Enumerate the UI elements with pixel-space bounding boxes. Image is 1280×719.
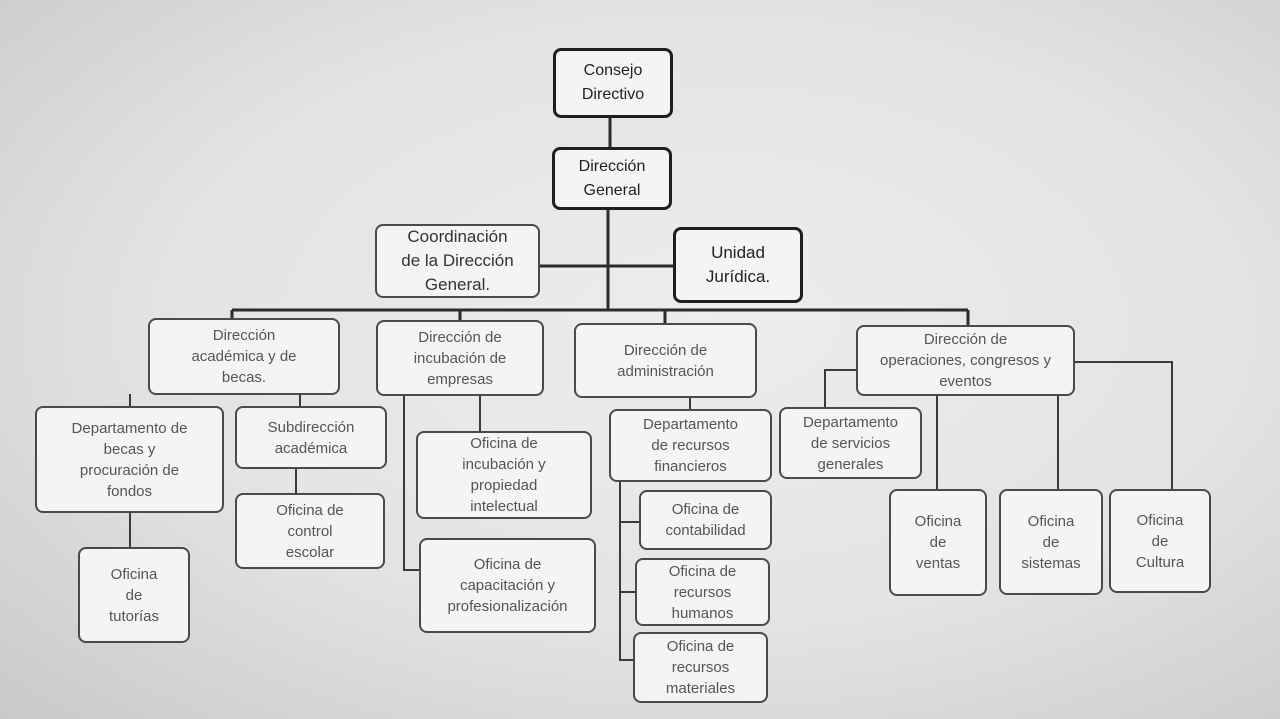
subdireccion-academica-box: Subdirección académica <box>235 406 387 469</box>
oficina-recursos-materiales-box: Oficina de recursos materiales <box>633 632 768 703</box>
oficina-tutorias-box: Oficina de tutorías <box>78 547 190 643</box>
connector-operaciones-cultura <box>1074 361 1173 490</box>
oficina-recursos-humanos-box: Oficina de recursos humanos <box>635 558 770 626</box>
direccion-administracion-box: Dirección de administración <box>574 323 757 398</box>
oficina-cultura-box: Oficina de Cultura <box>1109 489 1211 593</box>
oficina-incubacion-box: Oficina de incubación y propiedad intele… <box>416 431 592 519</box>
departamento-recursos-financieros-box: Departamento de recursos financieros <box>609 409 772 482</box>
oficina-capacitacion-box: Oficina de capacitación y profesionaliza… <box>419 538 596 633</box>
consejo-directivo-box: Consejo Directivo <box>553 48 673 118</box>
departamento-becas-box: Departamento de becas y procuración de f… <box>35 406 224 513</box>
oficina-control-escolar-box: Oficina de control escolar <box>235 493 385 569</box>
direccion-general-box: Dirección General <box>552 147 672 210</box>
direccion-incubacion-box: Dirección de incubación de empresas <box>376 320 544 396</box>
oficina-sistemas-box: Oficina de sistemas <box>999 489 1103 595</box>
coordinacion-box: Coordinación de la Dirección General. <box>375 224 540 298</box>
connector-financieros-rail <box>619 482 634 661</box>
oficina-contabilidad-box: Oficina de contabilidad <box>639 490 772 550</box>
oficina-ventas-box: Oficina de ventas <box>889 489 987 596</box>
departamento-servicios-generales-box: Departamento de servicios generales <box>779 407 922 479</box>
direccion-academica-box: Dirección académica y de becas. <box>148 318 340 395</box>
connector-operaciones-servicios <box>824 369 858 408</box>
direccion-operaciones-box: Dirección de operaciones, congresos y ev… <box>856 325 1075 396</box>
unidad-juridica-box: Unidad Jurídica. <box>673 227 803 303</box>
connector-incubacion-capacitacion <box>403 396 420 571</box>
